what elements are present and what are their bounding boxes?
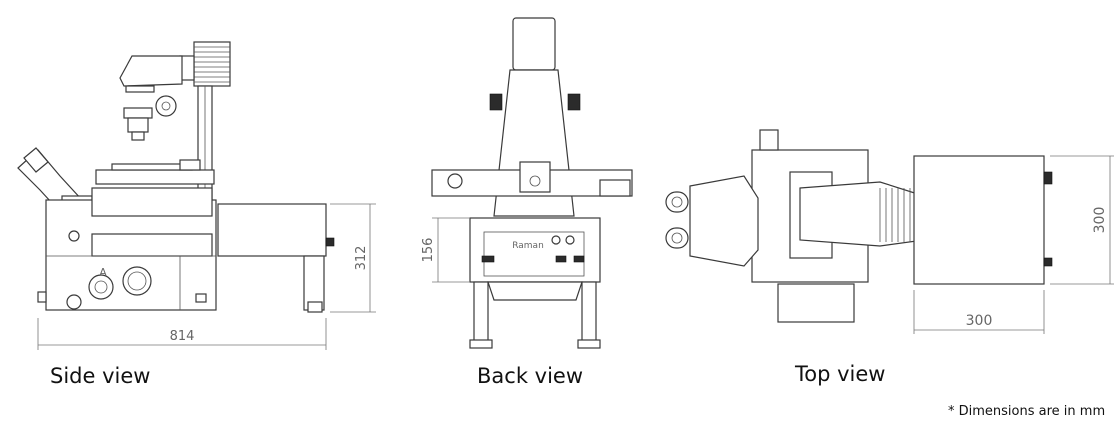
back-view-caption: Back view [477,364,584,388]
side-knob-b [122,266,152,296]
top-spectrometer-box [913,155,1045,285]
side-knob-label: A [99,266,107,279]
top-depth-dimension: 300 [1092,207,1108,234]
dimensions-footnote: * Dimensions are in mm [948,404,1106,419]
top-view-caption: Top view [795,362,886,386]
side-knob-a [88,274,114,300]
back-height-dimension: 156 [421,238,436,263]
side-view-drawing [17,41,376,350]
back-view-drawing [431,17,633,349]
side-lamp-housing [179,41,231,87]
back-body [469,217,601,283]
side-spectrometer-box [217,203,327,257]
side-height-dimension: 312 [354,246,369,271]
back-lamp-housing [512,17,556,71]
top-width-dimension: 300 [966,313,993,329]
top-lamp-arm [799,181,925,247]
side-condenser [123,95,177,141]
back-brand-label: Raman [512,241,544,251]
side-width-dimension: 814 [170,329,195,344]
side-stage [95,169,215,185]
top-view-drawing [665,129,1114,334]
side-view-caption: Side view [50,364,151,388]
top-eyepieces [665,175,759,267]
side-illuminator-arm [119,55,183,87]
